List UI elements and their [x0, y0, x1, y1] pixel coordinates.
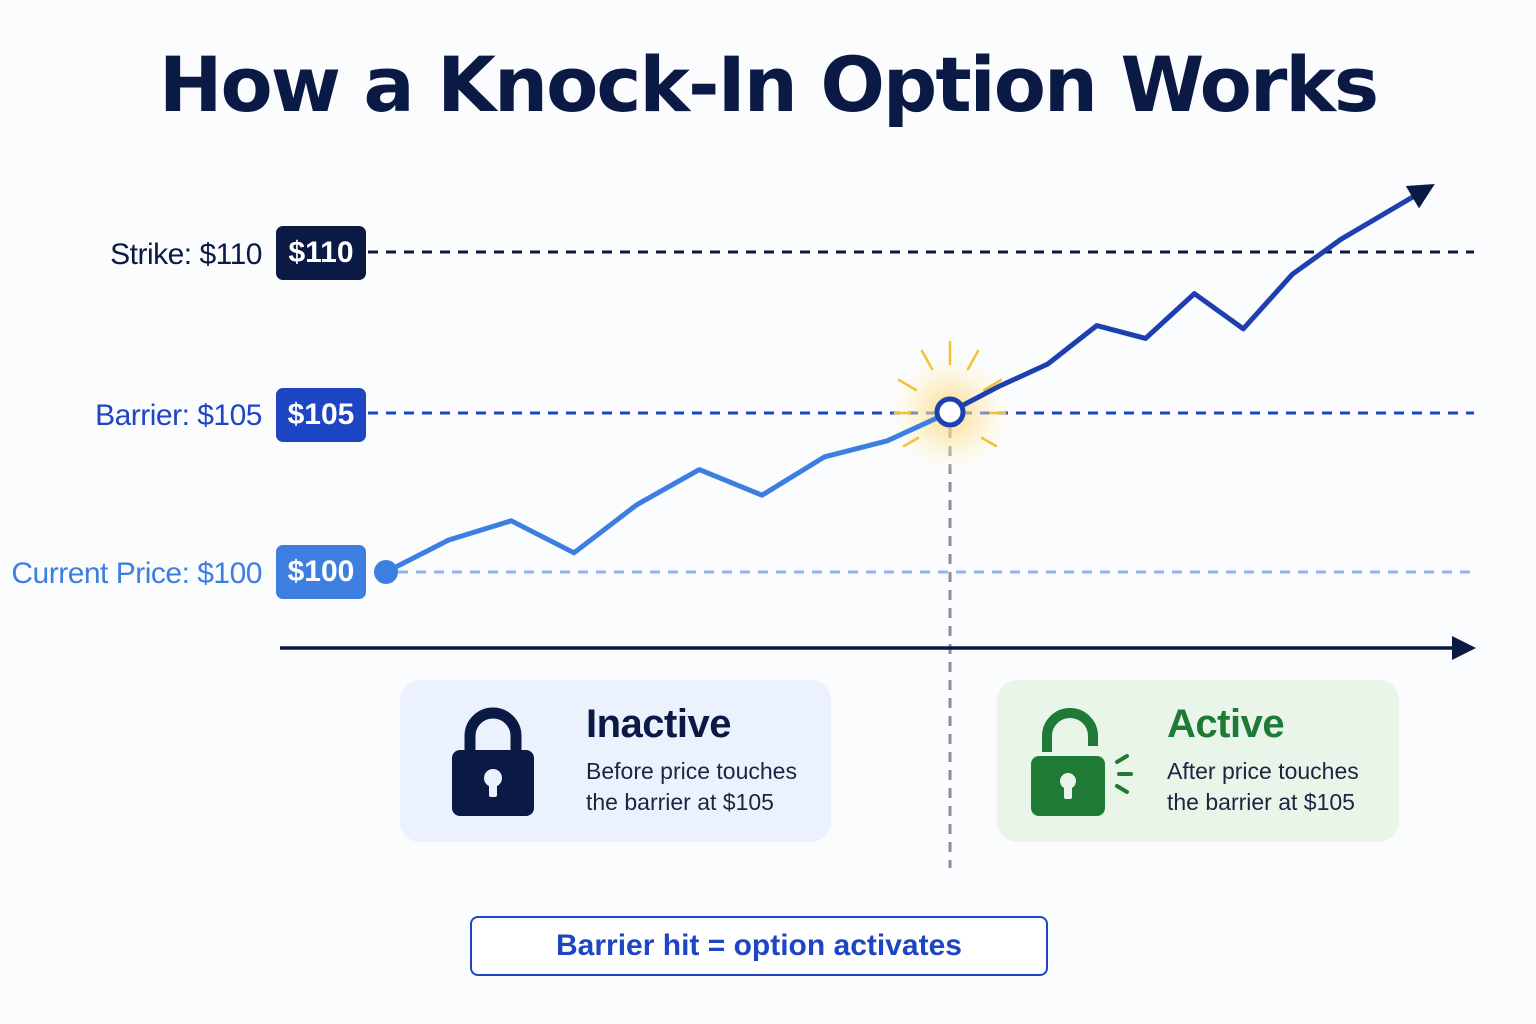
current-price-start-point	[374, 560, 398, 584]
strike-badge: $110	[276, 226, 366, 280]
price-path-after-barrier	[947, 192, 1419, 415]
inactive-description-line-1: Before price touches	[586, 758, 797, 784]
page-title: How a Knock-In Option Works	[158, 40, 1379, 129]
barrier-hit-point	[934, 396, 966, 428]
inactive-description: Before price touches the barrier at $105	[586, 756, 846, 818]
lock-closed-icon	[452, 707, 534, 816]
inactive-description-line-2: the barrier at $105	[586, 789, 774, 815]
active-description-line-1: After price touches	[1167, 758, 1359, 784]
lock-open-icon	[1031, 708, 1133, 816]
active-description: After price touches the barrier at $105	[1167, 756, 1427, 818]
active-card: Active After price touches the barrier a…	[997, 680, 1399, 842]
inactive-heading: Inactive	[586, 702, 731, 746]
current-price-label: Current Price: $100	[11, 557, 262, 590]
strike-label: Strike: $110	[110, 238, 262, 271]
time-axis-arrowhead	[1452, 636, 1476, 660]
price-path-before-barrier	[383, 409, 953, 575]
active-description-line-2: the barrier at $105	[1167, 789, 1355, 815]
price-path-arrowhead	[1405, 184, 1435, 209]
inactive-card: Inactive Before price touches the barrie…	[400, 680, 831, 842]
current-price-badge: $100	[276, 545, 366, 599]
takeaway-box: Barrier hit = option activates	[470, 916, 1048, 976]
barrier-badge: $105	[276, 388, 366, 442]
active-heading: Active	[1167, 702, 1285, 746]
barrier-label: Barrier: $105	[95, 399, 262, 432]
barrier-hit-sparkle-rays	[893, 340, 1007, 448]
